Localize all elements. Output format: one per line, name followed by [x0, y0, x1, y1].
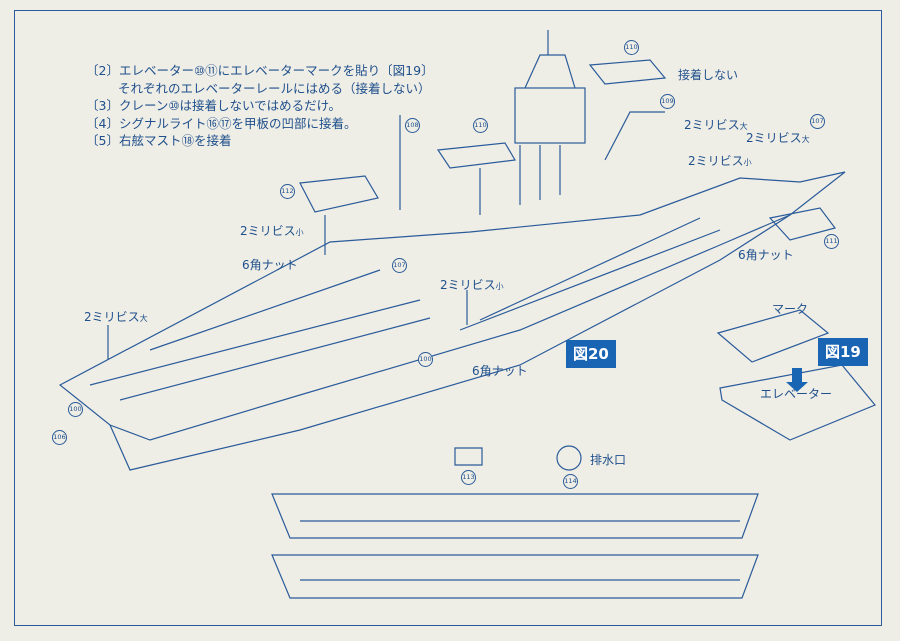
instruction-step-2-cont: それぞれのエレベーターレールにはめる（接着しない）	[118, 80, 431, 96]
instruction-step-2: 〔2〕エレベーター⑩⑪にエレベーターマークを貼り〔図19〕	[86, 63, 434, 78]
label-no-glue: 接着しない	[678, 68, 739, 82]
screw-label: 2ミリビス	[684, 118, 740, 132]
label-hex-nut-1: 6角ナット	[242, 258, 298, 272]
figure-20-badge: 図20	[566, 340, 616, 368]
hull-side	[109, 214, 791, 471]
part-number-108: 108	[405, 118, 420, 133]
hull-profile-upper	[271, 493, 759, 539]
screw-label: 2ミリビス	[688, 154, 744, 168]
label-hex-nut-2: 6角ナット	[738, 248, 794, 262]
arrow-down-icon	[786, 368, 808, 392]
label-mark: マーク	[772, 302, 809, 316]
part-number-109: 109	[660, 94, 675, 109]
screw-label: 2ミリビス	[440, 278, 496, 292]
size-tag: 小	[495, 282, 504, 291]
assembly-instructions: 〔2〕エレベーター⑩⑪にエレベーターマークを貼り〔図19〕 それぞれのエレベータ…	[86, 62, 434, 150]
hull-profile-lower	[271, 554, 759, 599]
size-tag: 大	[139, 314, 148, 323]
label-elevator: エレベーター	[760, 387, 833, 401]
instruction-step-3: 〔3〕クレーン⑩は接着しないではめるだけ。	[86, 98, 342, 113]
drain-ring-114	[556, 445, 582, 471]
part-number-100b: 100	[418, 352, 433, 367]
part-number-113: 113	[461, 470, 476, 485]
part-number-112: 112	[280, 184, 295, 199]
label-drain: 排水口	[590, 453, 627, 467]
size-tag: 大	[739, 122, 748, 131]
part-113-bracket	[454, 447, 483, 466]
part-number-110a: 110	[624, 40, 639, 55]
part-number-110b: 110	[473, 118, 488, 133]
elevator-110-mid	[436, 142, 516, 169]
elevator-panel-fig19	[719, 364, 876, 441]
elevator-112	[299, 175, 379, 213]
elevator-mark-sheet	[716, 309, 830, 363]
screw-label: 2ミリビス	[240, 224, 296, 238]
part-number-111: 111	[824, 234, 839, 249]
elevator-110-top	[588, 59, 667, 85]
screw-label: 2ミリビス	[84, 310, 140, 324]
island-superstructure	[514, 87, 586, 144]
label-screw-small-3: 2ミリビス小	[440, 276, 504, 293]
size-tag: 小	[743, 158, 752, 167]
flight-deck	[58, 171, 846, 441]
screw-label: 2ミリビス	[746, 131, 802, 145]
instruction-step-4: 〔4〕シグナルライト⑯⑰を甲板の凹部に接着。	[86, 115, 357, 131]
label-screw-large-1: 2ミリビス大	[684, 116, 748, 133]
part-number-107a: 107	[810, 114, 825, 129]
label-screw-large-2: 2ミリビス大	[746, 129, 810, 146]
page-border	[14, 10, 882, 626]
label-screw-large-3: 2ミリビス大	[84, 308, 148, 325]
instruction-step-5: 〔5〕右舷マスト⑱を接着	[86, 133, 232, 148]
crane-109	[604, 111, 665, 161]
label-screw-small-1: 2ミリビス小	[688, 152, 752, 169]
part-number-100a: 100	[68, 402, 83, 417]
elevator-111	[768, 207, 837, 241]
size-tag: 小	[295, 228, 304, 237]
figure-19-badge: 図19	[818, 338, 868, 366]
part-number-114: 114	[563, 474, 578, 489]
part-number-107b: 107	[392, 258, 407, 273]
label-hex-nut-3: 6角ナット	[472, 364, 528, 378]
label-screw-small-2: 2ミリビス小	[240, 222, 304, 239]
part-number-106: 106	[52, 430, 67, 445]
size-tag: 大	[801, 135, 810, 144]
